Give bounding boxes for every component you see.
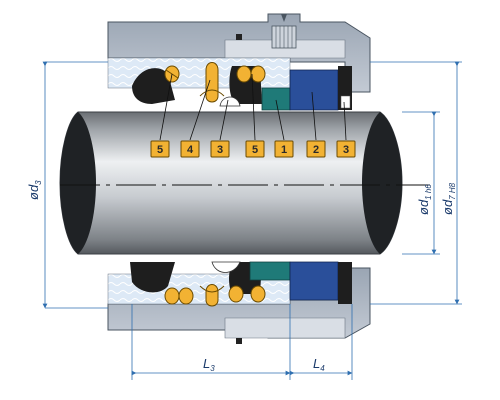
svg-text:3: 3 [343,144,349,156]
callout-tag: 2 [306,140,326,158]
spring-lower-left-icon [164,287,194,305]
stationary-seat-upper [289,69,339,111]
dim-label-l4: L4 [313,356,325,373]
spring-lower-right-icon [228,285,266,303]
svg-text:2: 2 [313,144,319,156]
shaft [59,111,430,255]
bellows-upper [132,68,175,104]
svg-text:5: 5 [252,144,258,156]
svg-text:5: 5 [157,144,163,156]
stationary-seat-lower [289,261,339,301]
white-spring-gap-lower [211,261,241,273]
callout-tag: 4 [180,140,200,158]
callout-tag: 3 [210,140,230,158]
dimension-lines [42,61,462,380]
svg-text:3: 3 [217,144,223,156]
dim-label-d3: ød3 [26,180,43,200]
upper-housing [107,13,371,93]
spring-lower-mid-icon [199,284,225,307]
white-spring-gap [219,96,241,107]
upper-seal-components [132,62,352,111]
leader-lines [159,73,347,141]
threaded-port-icon [271,14,297,49]
callout-tag: 5 [150,140,170,158]
dim-label-d1: ød1 h6 [416,184,433,215]
bellows-lower [130,262,175,293]
dim-label-d7: ød7 H8 [440,182,457,215]
dim-label-l3: L3 [203,356,215,373]
svg-text:4: 4 [187,144,194,156]
callout-tag: 1 [274,140,294,158]
rotating-face-lower [249,261,291,281]
spring-upper-mid-icon [199,62,225,103]
rotating-face-upper [261,87,291,111]
callout-tag: 5 [245,140,265,158]
svg-text:1: 1 [281,144,287,156]
spring-upper-right-icon [236,65,266,83]
callout-tag: 3 [336,140,356,158]
seat-oring-lower [338,262,352,304]
lower-seal-components [130,261,352,307]
